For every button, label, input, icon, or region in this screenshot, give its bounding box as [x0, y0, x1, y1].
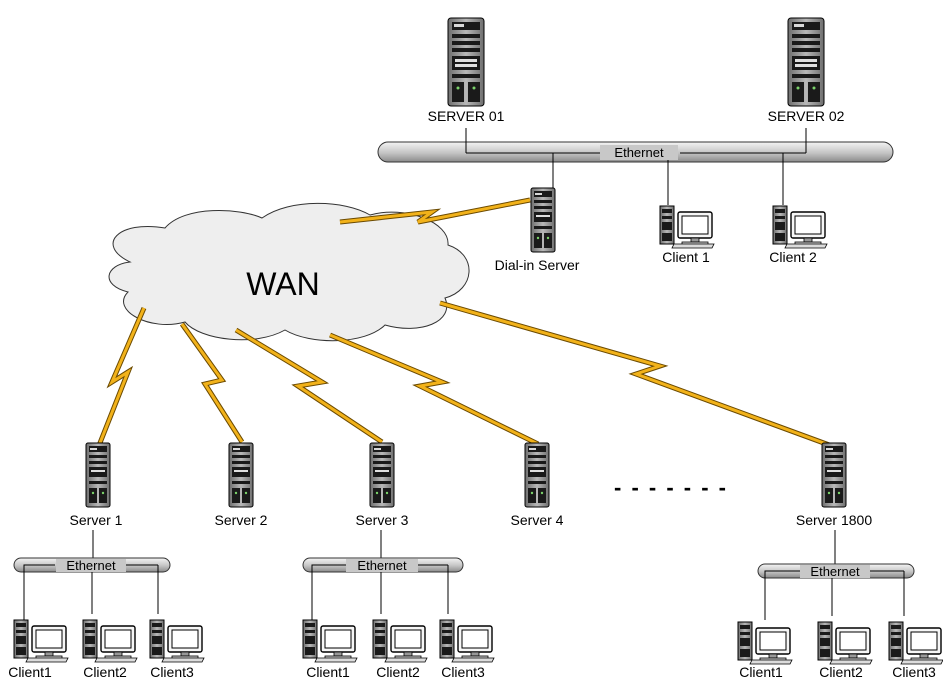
lightning-link-icon — [339, 197, 531, 225]
top-client-1[interactable]: Client 1 — [659, 205, 715, 265]
lan1-client-2[interactable]: Client2 — [82, 619, 138, 680]
server-2-label: Server 2 — [215, 512, 268, 528]
client-label: Client1 — [739, 664, 783, 680]
tower-server-icon — [821, 442, 847, 508]
lan3-client-2[interactable]: Client2 — [372, 619, 428, 680]
lan-1800: Ethernet — [757, 530, 915, 620]
lan1-client-1[interactable]: Client1 — [8, 619, 69, 680]
server-1[interactable]: Server 1 — [70, 442, 123, 528]
wan-cloud: WAN — [108, 202, 470, 342]
lightning-link-icon — [179, 322, 245, 444]
client-label: Client3 — [150, 664, 194, 680]
tower-server-icon — [85, 442, 111, 508]
tower-server-icon — [228, 442, 254, 508]
lan1-client-3[interactable]: Client3 — [149, 619, 205, 680]
lan3-client-1[interactable]: Client1 — [302, 619, 358, 680]
tower-server-icon — [787, 17, 825, 107]
server-3-label: Server 3 — [356, 512, 409, 528]
server-3[interactable]: Server 3 — [356, 442, 409, 528]
desktop-computer-icon — [82, 619, 138, 663]
desktop-computer-icon — [888, 621, 943, 665]
dial-in-server-label: Dial-in Server — [495, 257, 580, 273]
server-1800-label: Server 1800 — [796, 512, 872, 528]
lightning-link-icon — [439, 300, 833, 449]
top-ethernet-label: Ethernet — [614, 145, 664, 160]
ethernet-label: Ethernet — [357, 558, 407, 573]
lightning-link-icon — [234, 327, 384, 445]
tower-server-icon — [369, 442, 395, 508]
server-1-label: Server 1 — [70, 512, 123, 528]
wan-label: WAN — [246, 266, 319, 302]
top-lan-wires — [465, 128, 807, 205]
lightning-link-icon — [95, 307, 147, 449]
tower-server-icon — [530, 187, 556, 253]
desktop-computer-icon — [772, 205, 828, 249]
client-label: Client3 — [892, 664, 936, 680]
server-02-label: SERVER 02 — [768, 108, 845, 124]
desktop-computer-icon — [149, 619, 205, 663]
ethernet-label: Ethernet — [810, 564, 860, 579]
client-label: Client1 — [306, 664, 350, 680]
top-client-1-label: Client 1 — [662, 249, 710, 265]
server-4[interactable]: Server 4 — [511, 442, 564, 528]
client-label: Client1 — [8, 664, 52, 680]
desktop-computer-icon — [817, 621, 873, 665]
lan-1: Ethernet — [13, 530, 171, 622]
lan1800-client-1[interactable]: Client1 — [737, 621, 793, 680]
server-1800[interactable]: Server 1800 — [796, 442, 872, 528]
cloud-icon — [108, 202, 470, 342]
desktop-computer-icon — [372, 619, 428, 663]
desktop-computer-icon — [302, 619, 358, 663]
desktop-computer-icon — [439, 619, 495, 663]
ellipsis-dots: - - - - - - - — [614, 475, 728, 500]
server-01-label: SERVER 01 — [428, 108, 505, 124]
client-label: Client3 — [441, 664, 485, 680]
lan-3: Ethernet — [302, 530, 464, 622]
ethernet-label: Ethernet — [66, 558, 116, 573]
lan3-client-3[interactable]: Client3 — [439, 619, 495, 680]
lan1800-client-3[interactable]: Client3 — [888, 621, 943, 680]
client-label: Client2 — [819, 664, 863, 680]
desktop-computer-icon — [659, 205, 715, 249]
client-label: Client2 — [83, 664, 127, 680]
top-client-2[interactable]: Client 2 — [769, 205, 828, 265]
lan1800-client-2[interactable]: Client2 — [817, 621, 873, 680]
desktop-computer-icon — [737, 621, 793, 665]
lightning-link-icon — [329, 332, 540, 447]
top-client-2-label: Client 2 — [769, 249, 817, 265]
server-4-label: Server 4 — [511, 512, 564, 528]
dial-in-server[interactable]: Dial-in Server — [495, 187, 580, 273]
server-01[interactable]: SERVER 01 — [428, 17, 505, 124]
ethernet-label-bg — [600, 145, 678, 160]
lightning-links — [95, 197, 833, 449]
tower-server-icon — [447, 17, 485, 107]
client-label: Client2 — [376, 664, 420, 680]
tower-server-icon — [524, 442, 550, 508]
server-02[interactable]: SERVER 02 — [768, 17, 845, 124]
desktop-computer-icon — [13, 619, 69, 663]
server-2[interactable]: Server 2 — [215, 442, 268, 528]
